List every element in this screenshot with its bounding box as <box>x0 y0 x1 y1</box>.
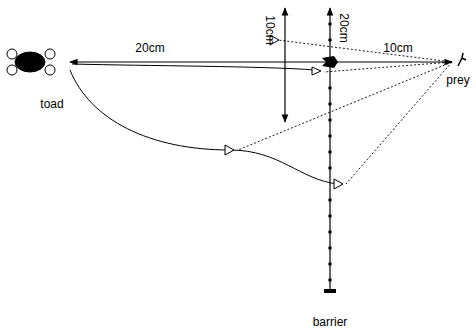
barrier-label: barrier <box>313 316 348 328</box>
distance-label: 10cm <box>264 15 276 44</box>
prey-figure <box>458 53 466 66</box>
prey-label: prey <box>446 74 469 86</box>
toad-label: toad <box>40 98 63 110</box>
detour-paths <box>70 64 338 184</box>
distance-label: 10cm <box>383 42 412 54</box>
barrier-line <box>322 8 338 293</box>
sight-lines <box>238 40 452 184</box>
heading-triangles <box>225 35 343 189</box>
toad-figure <box>7 49 55 75</box>
distance-arrows <box>70 8 452 122</box>
distance-label: 20cm <box>338 13 350 42</box>
distance-label: 20cm <box>135 42 164 54</box>
